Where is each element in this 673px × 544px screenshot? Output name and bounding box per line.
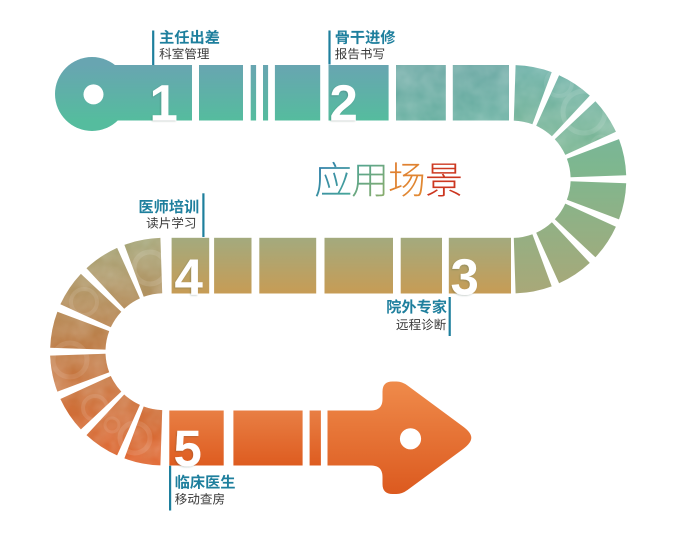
svg-text:1: 1 bbox=[150, 74, 178, 131]
svg-text:5: 5 bbox=[174, 420, 202, 477]
svg-text:2: 2 bbox=[330, 74, 358, 131]
svg-text:4: 4 bbox=[175, 248, 204, 305]
svg-text:3: 3 bbox=[451, 248, 479, 305]
